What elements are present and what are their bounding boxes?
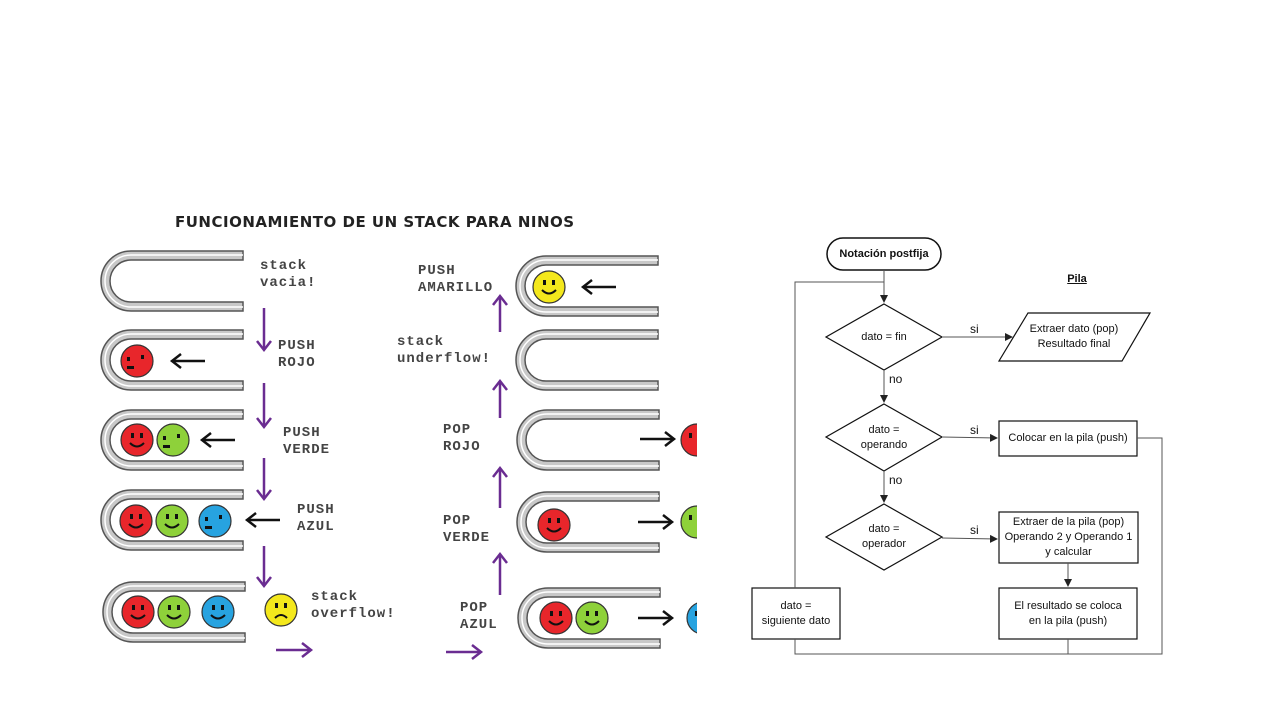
tube-azul	[100, 489, 244, 551]
tube-pop-verde	[516, 491, 660, 553]
face-leaving-1	[680, 505, 697, 539]
face-green-2	[155, 504, 189, 538]
leaving-faces	[680, 423, 697, 634]
proc-resultado-label: El resultado se coloca en la pila (push)	[1014, 599, 1122, 627]
proc-extraer-calc-box	[998, 511, 1139, 564]
tube-rojo	[100, 329, 244, 391]
arrow-up-4	[492, 293, 508, 332]
arrow-right-bottom-right	[446, 644, 484, 660]
label-push-verde: PUSH VERDE	[283, 425, 331, 458]
proc-extraer-calc-label: Extraer de la pila (pop) Operando 2 y Op…	[1004, 516, 1133, 558]
arrow-right-bottom-left	[276, 642, 314, 658]
arrow-up-3	[492, 378, 508, 418]
si-label-2: si	[970, 423, 979, 437]
decision-operador-label: dato = operador	[861, 523, 907, 550]
arrow-pop-rojo	[640, 431, 677, 447]
face-red-6	[539, 601, 573, 635]
tube-underflow	[515, 329, 659, 391]
face-red-4	[121, 595, 155, 629]
io-extraer-final	[997, 312, 1152, 362]
label-pop-azul: POP AZUL	[460, 600, 498, 633]
face-leaving-2	[686, 602, 697, 634]
face-blue-2	[201, 595, 235, 629]
arrow-push-rojo	[169, 353, 205, 369]
label-push-amarillo: PUSH AMARILLO	[418, 263, 494, 296]
face-green-1	[156, 423, 190, 457]
si-label-3: si	[970, 523, 979, 537]
arrow-down-2	[256, 383, 272, 430]
arrow-push-azul	[244, 512, 280, 528]
face-yellow-sad	[264, 593, 298, 627]
arrow-pop-azul	[638, 610, 675, 626]
proc-siguiente-box	[751, 587, 841, 640]
label-pop-rojo: POP ROJO	[443, 422, 481, 455]
arrow-up-1	[492, 551, 508, 595]
no-label-2: no	[889, 473, 903, 487]
label-push-azul: PUSH AZUL	[297, 502, 335, 535]
arrow-push-verde	[199, 432, 235, 448]
face-red-1	[120, 344, 154, 378]
tube-verde	[100, 409, 244, 471]
face-green-3	[157, 595, 191, 629]
decision-fin-label: dato = fin	[861, 330, 907, 343]
start-label: Notación postfija	[839, 247, 929, 260]
proc-colocar-box	[998, 420, 1138, 457]
tube-amarillo	[515, 255, 659, 317]
arrow-down-4	[256, 546, 272, 589]
face-yellow-happy	[532, 270, 566, 304]
decision-operando-label: dato = operando	[860, 424, 908, 451]
decision-operador	[824, 503, 944, 571]
no-label-1: no	[889, 372, 903, 386]
si-label-1: si	[970, 322, 979, 336]
proc-resultado-box	[998, 587, 1138, 640]
arrow-push-amarillo	[580, 279, 616, 295]
face-red-2	[120, 423, 154, 457]
stack-title: FUNCIONAMIENTO DE UN STACK PARA NINOS	[175, 213, 575, 231]
face-green-4	[575, 601, 609, 635]
face-blue-1	[198, 504, 232, 538]
label-stack-overflow: stack overflow!	[311, 589, 396, 622]
label-push-rojo: PUSH ROJO	[278, 338, 316, 371]
label-pop-verde: POP VERDE	[443, 513, 491, 546]
tube-overflow	[102, 581, 246, 643]
face-red-5	[537, 508, 571, 542]
label-stack-underflow: stack underflow!	[397, 334, 492, 367]
io-extraer-final-label: Extraer dato (pop) Resultado final	[1029, 323, 1119, 350]
face-leaving-0	[680, 423, 697, 457]
tube-empty	[100, 250, 244, 312]
arrow-down-1	[256, 308, 272, 353]
label-stack-vacia: stack vacia!	[260, 258, 317, 291]
arrow-pop-verde	[638, 514, 675, 530]
pila-label: Pila	[1067, 272, 1087, 285]
proc-colocar-label: Colocar en la pila (push)	[1008, 432, 1128, 444]
arrow-up-2	[492, 465, 508, 508]
arrow-down-3	[256, 458, 272, 502]
tube-pop-azul	[517, 587, 661, 649]
face-red-3	[119, 504, 153, 538]
tube-pop-rojo	[516, 409, 660, 471]
proc-siguiente-label: dato = siguiente dato	[761, 599, 831, 627]
